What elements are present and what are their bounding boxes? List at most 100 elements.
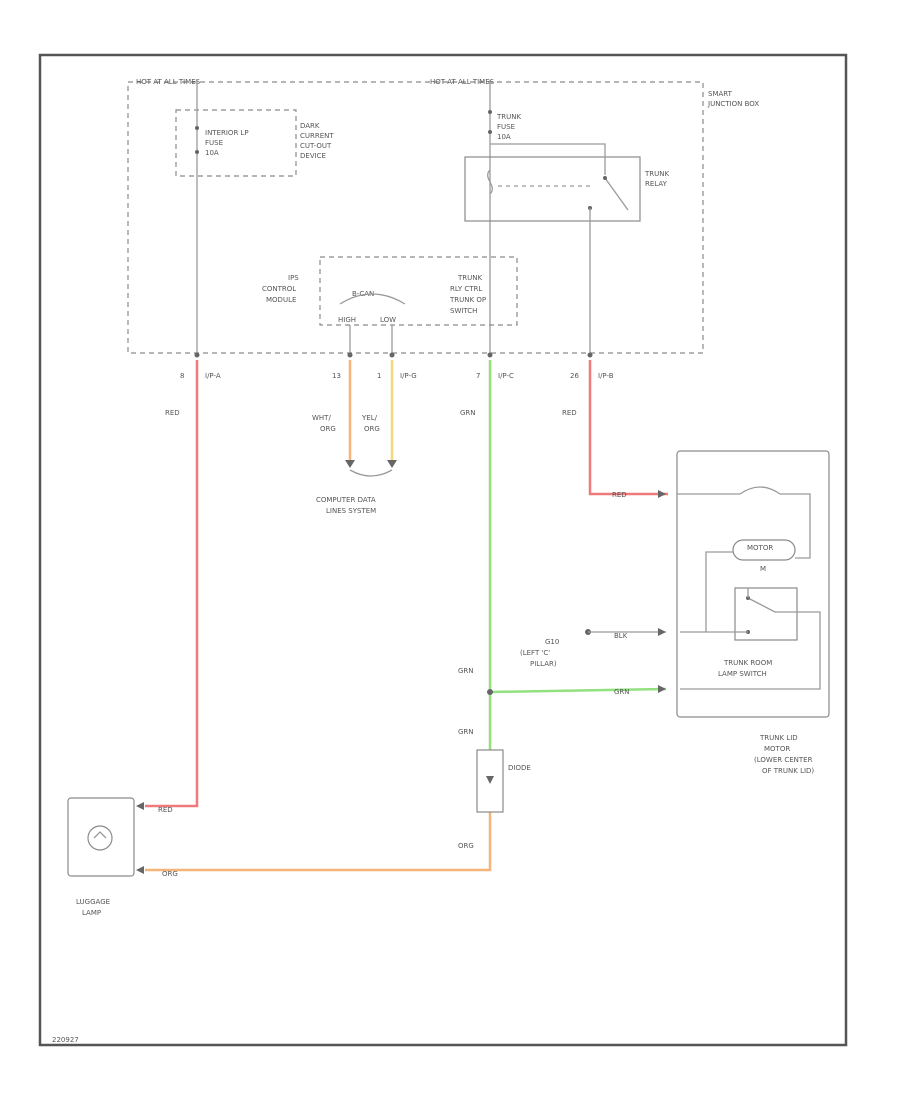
wire-label-red-lamp: RED [158,806,173,814]
trunk-lid-motor-caption-4: OF TRUNK LID) [762,767,814,775]
motor-caption-1: MOTOR [747,544,773,552]
wire-label-grn-top: GRN [460,409,476,417]
ips-label-1: IPS [288,274,299,282]
wire-label-blk: BLK [614,632,628,640]
trunk-lid-motor-caption-2: MOTOR [764,745,790,753]
trunk-relay-contact-pin [603,176,607,180]
trunk-room-switch-label-1: TRUNK ROOM [723,659,772,667]
smart-junction-box-label-2: JUNCTION BOX [707,100,759,108]
connector-1-name: I/P-G [400,372,417,380]
motor-symbol [732,539,796,561]
lamp-connector-arrow-top [136,802,144,810]
computer-data-label-2: LINES SYSTEM [326,507,376,515]
trunk-fuse-pin-bottom [488,130,492,134]
motor-breaker-wire [677,493,811,559]
green-splice [487,689,493,695]
trunk-ctrl-label-4: SWITCH [450,307,477,315]
connector-1-pin: 1 [377,372,381,380]
diode-symbol [486,776,494,784]
connector-pin-8 [194,352,200,358]
ground-label-3: PILLAR) [530,660,557,668]
wire-label-red-right: RED [562,409,577,417]
luggage-lamp-label-1: LUGGAGE [76,898,110,906]
trunk-fuse-label-3: 10A [497,133,511,141]
trunk-fuse-label-2: FUSE [497,123,515,131]
wire-label-yel-org-2: ORG [364,425,380,433]
wire-label-grn-mid: GRN [458,667,474,675]
luggage-lamp-bulb-icon [87,825,113,851]
connector-7-pin: 7 [476,372,480,380]
interior-fuse-pin-bottom [195,150,199,154]
computer-data-label-1: COMPUTER DATA [316,496,376,504]
bus-pin-low: LOW [380,316,396,324]
trunk-relay-coil [487,169,493,195]
data-line-arrow-high [345,460,355,468]
wire-label-org-lamp: ORG [162,870,178,878]
interior-fuse-label-1: INTERIOR LP [205,129,249,137]
trunk-fuse-label-1: TRUNK [496,113,521,121]
connector-8-name: I/P-A [205,372,221,380]
dark-current-device-outline [175,109,297,177]
connector-7-name: I/P-C [498,372,514,380]
luggage-lamp-label-2: LAMP [82,909,101,917]
diode-box [476,749,504,813]
motor-caption-2: M [760,565,766,573]
diode-label: DIODE [508,764,531,772]
trunk-fuse-pin-top [488,110,492,114]
trunk-lid-motor-caption-1: TRUNK LID [759,734,798,742]
dark-current-label-1: DARK [300,122,320,130]
connector-8-pin: 8 [180,372,184,380]
dark-current-label-4: DEVICE [300,152,326,160]
wire-grn-switch [489,687,667,694]
bus-bracket [339,293,406,305]
data-line-bracket [349,469,393,477]
trunk-room-switch-wire [680,588,821,690]
connector-26-name: I/P-B [598,372,614,380]
wire-label-org-diode: ORG [458,842,474,850]
dark-current-label-3: CUT-OUT [300,142,332,150]
hot-at-all-times-right: HOT AT ALL TIMES [430,78,495,86]
trunk-relay-contact [604,177,629,211]
motor-connector-arrow [658,490,666,498]
wire-red-lamp-feed [145,360,199,808]
trunk-ctrl-label-1: TRUNK [457,274,482,282]
luggage-lamp-filament [93,831,107,839]
ground-label-2: (LEFT 'C' [520,649,550,657]
wire-label-red-motor: RED [612,491,627,499]
switch-connector-arrow [658,685,666,693]
interior-fuse-pin-top [195,126,199,130]
motor-return-wire [705,551,733,632]
trunk-room-switch-contact [747,597,776,613]
wire-label-yel-org-1: YEL/ [361,414,378,422]
motor-breaker-symbol [739,486,781,495]
ips-control-module-outline [319,256,518,326]
smart-junction-box-outline [127,81,704,354]
wire-label-grn-low: GRN [458,728,474,736]
trunk-relay-feed [490,143,606,175]
connector-pin-1 [389,352,395,358]
ips-label-2: CONTROL [262,285,296,293]
interior-fuse-label-2: FUSE [205,139,223,147]
wire-red-motor [588,360,668,496]
wire-label-wht-org-1: WHT/ [312,414,331,422]
trunk-ctrl-label-3: TRUNK OP [449,296,486,304]
connector-pin-7 [487,352,493,358]
diagram-frame [38,53,848,1047]
trunk-relay-label-2: RELAY [645,180,668,188]
wire-org-lamp [145,812,492,872]
bus-label: B-CAN [352,290,374,298]
ips-label-3: MODULE [266,296,296,304]
wire-label-wht-org-2: ORG [320,425,336,433]
dark-current-label-2: CURRENT [300,132,334,140]
wire-label-grn-switch: GRN [614,688,630,696]
trunk-lid-motor-assembly [676,450,830,718]
lamp-connector-arrow-bottom [136,866,144,874]
figure-id: 220927 [52,1036,79,1044]
wire-label-red-left: RED [165,409,180,417]
trunk-lid-motor-caption-3: (LOWER CENTER [754,756,813,764]
connector-26-pin: 26 [570,372,579,380]
bus-pin-high: HIGH [338,316,356,324]
trunk-room-switch-box [734,587,798,641]
hot-at-all-times-left: HOT AT ALL TIMES [136,78,201,86]
